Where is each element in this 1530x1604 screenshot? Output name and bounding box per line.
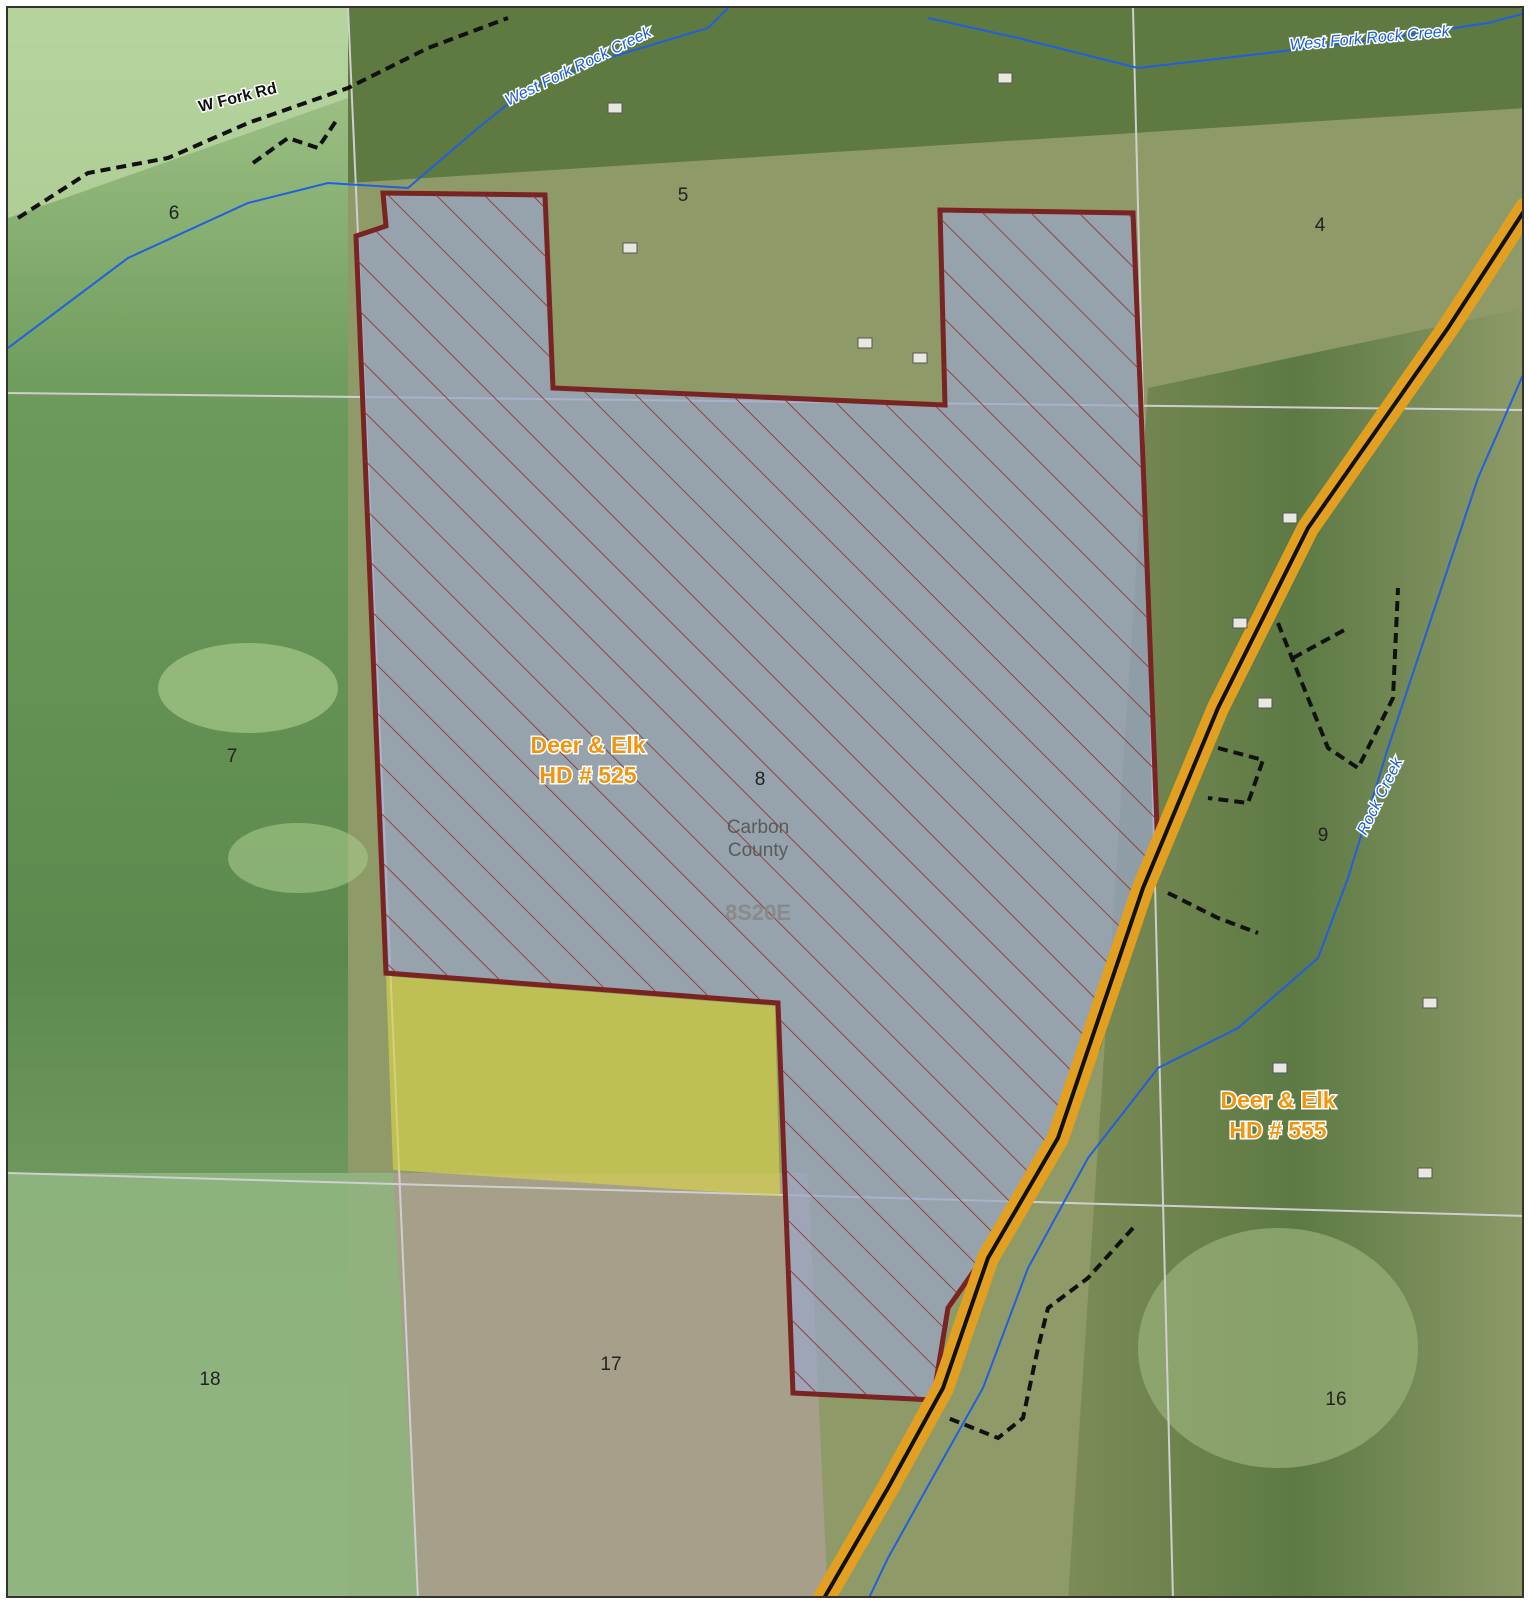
section-label-8: 8 — [755, 769, 766, 790]
section-label-6: 6 — [169, 203, 180, 224]
township-label: 8S20E — [725, 900, 791, 925]
section-label-5: 5 — [678, 185, 689, 206]
map-frame[interactable]: W Fork Rd West Fork Rock Creek West Fork… — [6, 6, 1524, 1598]
meadow-patch — [158, 643, 338, 733]
hd555-label-line1: Deer & Elk — [1220, 1087, 1335, 1113]
map-canvas[interactable]: W Fork Rd West Fork Rock Creek West Fork… — [8, 8, 1524, 1598]
buildings — [607, 72, 1438, 1179]
section-label-16: 16 — [1325, 1389, 1346, 1410]
section-label-7: 7 — [227, 746, 238, 767]
section-label-4: 4 — [1315, 215, 1326, 236]
northwest-meadow — [8, 8, 348, 218]
rocky-slope — [393, 1173, 828, 1596]
section-label-17: 17 — [600, 1354, 621, 1375]
north-forest — [348, 8, 1522, 183]
sw-green-zone — [8, 1173, 418, 1596]
meadow-patch — [228, 823, 368, 893]
hd525-label-line1: Deer & Elk — [530, 732, 645, 758]
section-label-9: 9 — [1318, 825, 1329, 846]
parcel-hatch — [356, 193, 1158, 1400]
section-label-18: 18 — [199, 1369, 220, 1390]
county-label-line2: County — [728, 840, 789, 861]
highway[interactable] — [823, 208, 1524, 1598]
creek-lines — [8, 8, 1522, 1596]
meadow-patch — [1138, 1228, 1418, 1468]
county-label-line1: Carbon — [727, 817, 789, 838]
hd555-label-line2: HD # 555 — [1229, 1117, 1326, 1143]
yellow-parcel[interactable] — [386, 976, 780, 1196]
hd525-label-line2: HD # 525 — [539, 762, 636, 788]
trails — [16, 16, 1400, 1441]
